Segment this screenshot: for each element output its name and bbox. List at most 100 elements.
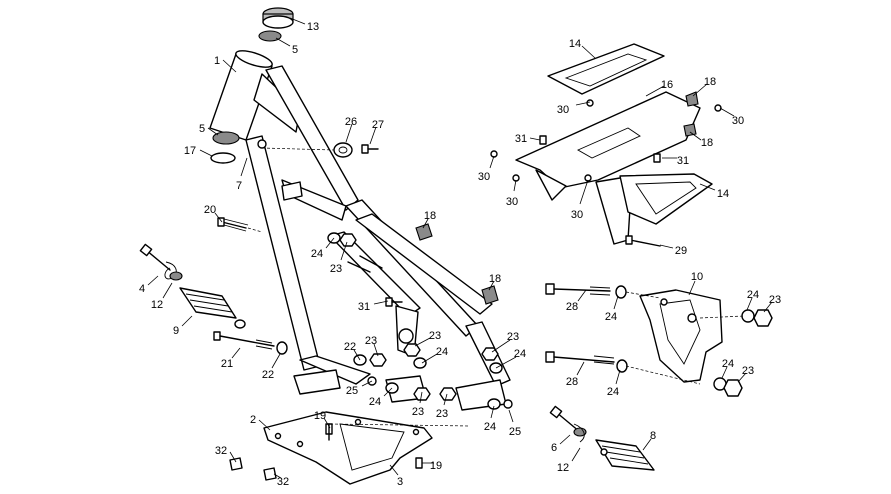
callout-label-c18d: 18	[489, 273, 501, 285]
clip-18-b	[481, 285, 499, 305]
bearing-5-upper	[258, 30, 282, 42]
callout-leader-c18d	[488, 280, 495, 291]
bearing-parts	[210, 7, 294, 164]
callout-label-c31a: 31	[515, 133, 527, 145]
callout-label-c24d: 24	[436, 346, 448, 358]
callout-leader-c23e	[373, 343, 379, 357]
clip-18-a	[415, 223, 433, 241]
callout-label-c14b: 14	[717, 188, 729, 200]
callout-label-c4: 4	[139, 283, 145, 295]
frame-down-tube	[245, 135, 321, 371]
callout-leader-c7	[240, 157, 248, 177]
callout-label-c23e: 23	[365, 335, 377, 347]
callout-leader-c1	[222, 59, 237, 73]
callout-label-c26: 26	[345, 116, 357, 128]
skid-plate-group	[229, 411, 471, 485]
callout-leader-c24a	[325, 237, 335, 249]
callout-leader-c30a	[575, 101, 591, 106]
callout-leader-c24g	[615, 369, 621, 385]
callout-leader-c12b	[571, 447, 581, 462]
callout-label-c24g: 24	[607, 386, 619, 398]
callout-label-c5b: 5	[199, 123, 205, 135]
seat-bracket-group	[490, 43, 722, 247]
callout-leader-c24e	[495, 356, 517, 369]
callout-leader-c28a	[577, 289, 587, 302]
callout-label-c12a: 12	[151, 299, 163, 311]
callout-label-c30e: 30	[571, 209, 583, 221]
rubber-pad-14-upper	[547, 43, 665, 95]
callout-leader-c19a	[323, 417, 331, 429]
callout-leader-c8	[642, 438, 652, 451]
callout-leader-c10	[688, 280, 696, 296]
spacer-26-and-bolt-27	[261, 142, 379, 158]
seat-bracket-16	[515, 91, 701, 189]
callout-label-c25b: 25	[509, 426, 521, 438]
frame-top-tube	[265, 65, 359, 211]
callout-leader-c6	[559, 434, 571, 445]
callout-label-c18a: 18	[704, 76, 716, 88]
callout-leader-c24h	[383, 387, 393, 397]
callout-leader-c23b	[763, 301, 773, 313]
callout-label-c32a: 32	[215, 445, 227, 457]
callout-label-c7: 7	[236, 180, 242, 192]
callout-label-c32b: 32	[277, 476, 289, 488]
callout-label-c19a: 19	[314, 410, 326, 422]
callout-label-c1: 1	[214, 55, 220, 67]
callout-leader-c5b	[207, 127, 219, 136]
callout-label-c30d: 30	[506, 196, 518, 208]
callout-leader-c9	[181, 315, 193, 327]
callout-leader-c14a	[581, 45, 596, 59]
callout-leader-c31a	[529, 137, 541, 141]
callout-label-c10: 10	[691, 271, 703, 283]
callout-leader-c23h	[443, 393, 448, 406]
right-footpeg-group	[549, 405, 655, 471]
callout-leader-c30d	[513, 179, 517, 192]
callout-label-c16: 16	[661, 79, 673, 91]
callout-leader-c32a	[229, 451, 237, 463]
callout-label-c22b: 22	[262, 369, 274, 381]
callout-label-c24i: 24	[484, 421, 496, 433]
callout-label-c27: 27	[372, 119, 384, 131]
callout-leader-c24b	[613, 295, 619, 310]
callout-label-c24c: 24	[747, 289, 759, 301]
callout-leader-c5a	[275, 37, 291, 47]
callout-leader-c27	[369, 126, 377, 145]
callout-label-c31b: 31	[677, 155, 689, 167]
callout-label-c19b: 19	[430, 460, 442, 472]
callout-label-c24a: 24	[311, 248, 323, 260]
frame	[209, 50, 511, 411]
callout-leader-c23g	[419, 391, 423, 404]
callout-label-c23g: 23	[412, 406, 424, 418]
callout-label-c24h: 24	[369, 396, 381, 408]
callout-label-c23f: 23	[742, 365, 754, 377]
callout-leader-c12a	[162, 282, 173, 299]
rear-bracket-10-group	[545, 283, 773, 397]
callout-leader-c20	[214, 212, 223, 223]
callout-label-c23c: 23	[429, 330, 441, 342]
callout-label-c13: 13	[307, 21, 319, 33]
rear-bracket-10	[639, 289, 723, 383]
callout-leader-c22a	[353, 349, 361, 361]
callout-leader-c16	[645, 85, 665, 97]
callout-leader-c26	[345, 123, 353, 143]
callout-label-c21: 21	[221, 358, 233, 370]
callout-label-c23b: 23	[769, 294, 781, 306]
callout-leader-c23a	[340, 241, 348, 261]
callout-leader-c31c	[373, 300, 389, 305]
callout-leader-c30e	[579, 179, 589, 205]
callout-label-c18c: 18	[424, 210, 436, 222]
callout-leader-c30b	[719, 107, 735, 117]
callout-leader-c18b	[689, 131, 702, 141]
callout-leader-c18a	[692, 83, 708, 97]
callout-leader-c23c	[414, 337, 431, 347]
callout-leaders	[147, 17, 773, 479]
callout-leader-c4	[147, 275, 159, 286]
callout-label-c3: 3	[397, 476, 403, 488]
callout-label-c30a: 30	[557, 104, 569, 116]
callout-label-c30c: 30	[478, 171, 490, 183]
callout-label-c29: 29	[675, 245, 687, 257]
callout-leader-c13	[289, 17, 306, 25]
callout-leader-c30c	[489, 155, 495, 169]
